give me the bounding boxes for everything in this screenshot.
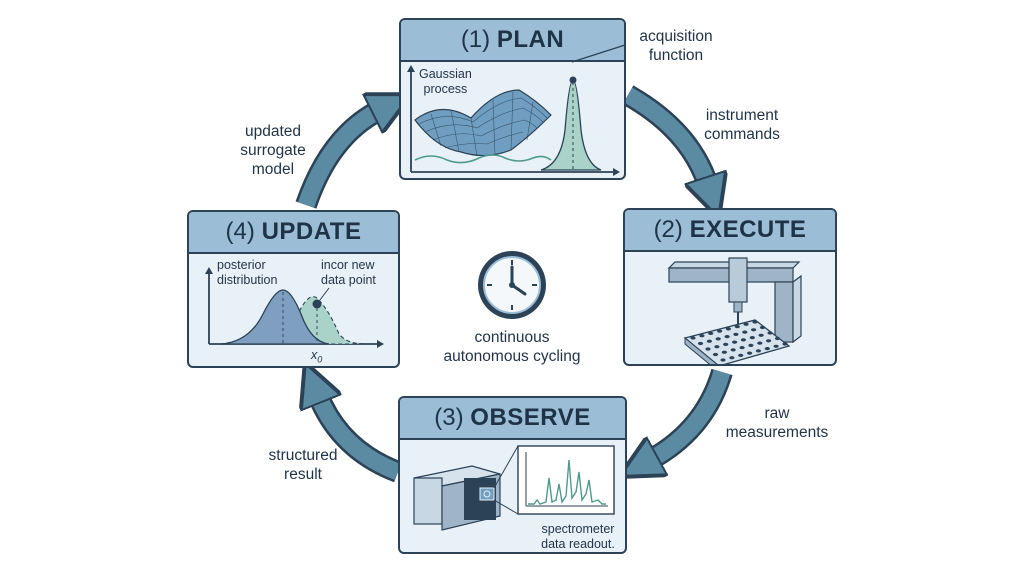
plate-well xyxy=(734,325,740,329)
clock-icon xyxy=(478,251,546,319)
continuous-cycling-caption: continuous autonomous cycling xyxy=(443,329,581,365)
spectrometer-illustration xyxy=(413,445,615,531)
plate-well xyxy=(729,356,735,360)
plate-well xyxy=(724,335,730,339)
execute-number: (2) xyxy=(653,216,683,243)
plate-well xyxy=(697,341,704,346)
plate-well xyxy=(759,325,766,330)
posterior-label: posterior distribution xyxy=(217,258,278,287)
execute-header: (2) EXECUTE xyxy=(625,210,835,252)
plate-well xyxy=(720,358,726,362)
new-data-point-label: incor new data point xyxy=(321,258,376,287)
plate-well xyxy=(767,331,773,335)
gp-mean-line xyxy=(414,154,552,164)
gaussian-process-plot xyxy=(407,65,620,176)
plate-well xyxy=(748,343,754,347)
plate-well xyxy=(755,349,761,353)
observe-node: (3) OBSERVE spectrometer data readout. xyxy=(398,396,627,554)
plate-well xyxy=(743,322,749,326)
instrument-commands-label: instrument commands xyxy=(704,107,780,143)
spectrum-trace xyxy=(528,459,606,505)
posterior-curve xyxy=(220,289,330,345)
plate-well xyxy=(721,350,727,354)
update-header: (4) UPDATE xyxy=(189,212,398,254)
plate-well xyxy=(782,342,788,346)
plate-well xyxy=(749,336,755,340)
raw-measurements-label: raw measurements xyxy=(725,405,829,441)
plate-well xyxy=(752,320,758,324)
update-number: (4) xyxy=(225,218,255,245)
plate-well xyxy=(766,339,772,343)
observe-header: (3) OBSERVE xyxy=(400,398,625,440)
update-node: (4) UPDATE posterior distribution incor … xyxy=(187,210,400,368)
plate-well xyxy=(739,346,745,350)
plate-well xyxy=(764,347,770,351)
gp-label: Gaussian process xyxy=(419,67,472,96)
observe-number: (3) xyxy=(434,404,464,431)
plate-well xyxy=(706,339,712,343)
acquisition-max-point xyxy=(569,76,577,84)
plate-well xyxy=(717,329,723,333)
plate-well xyxy=(757,341,763,345)
acquisition-function-label: acquisition function xyxy=(639,28,713,64)
liquid-handler-robot xyxy=(667,257,802,364)
plate-well xyxy=(742,330,748,334)
spectrometer-readout-label: spectrometer data readout. xyxy=(541,522,615,551)
plate-well xyxy=(705,347,711,351)
plate-well xyxy=(738,353,744,357)
new-data-point xyxy=(312,299,322,309)
detector-window xyxy=(479,487,495,501)
posterior-plot xyxy=(205,267,384,348)
updated-surrogate-model-label: updated surrogate model xyxy=(240,123,306,178)
plate-well xyxy=(747,351,753,355)
plan-node: (1) PLAN xyxy=(399,18,626,180)
plan-header: (1) PLAN xyxy=(401,20,624,62)
x-axis-label: x0 xyxy=(311,348,323,365)
plate-well xyxy=(732,340,738,344)
plate-well xyxy=(774,336,781,341)
plate-well xyxy=(714,345,720,349)
plate-well xyxy=(758,333,764,337)
plate-well xyxy=(712,352,719,357)
plate-well xyxy=(723,342,729,346)
plate-well xyxy=(740,338,746,342)
plan-number: (1) xyxy=(460,26,491,53)
plate-well xyxy=(715,337,721,341)
update-title: UPDATE xyxy=(261,218,362,245)
plate-well xyxy=(708,331,714,335)
execute-title: EXECUTE xyxy=(689,216,807,243)
plate-well xyxy=(730,348,736,352)
plate-well xyxy=(699,334,705,338)
plate-well xyxy=(751,328,757,332)
plate-well xyxy=(773,344,779,348)
plate-well xyxy=(725,327,731,331)
structured-result-label: structured result xyxy=(268,447,338,483)
plate-well xyxy=(733,332,739,336)
observe-title: OBSERVE xyxy=(470,404,591,431)
plate-well xyxy=(690,336,696,340)
readout-panel xyxy=(517,445,615,515)
execute-node: (2) EXECUTE xyxy=(623,208,837,366)
plan-title: PLAN xyxy=(496,26,565,53)
